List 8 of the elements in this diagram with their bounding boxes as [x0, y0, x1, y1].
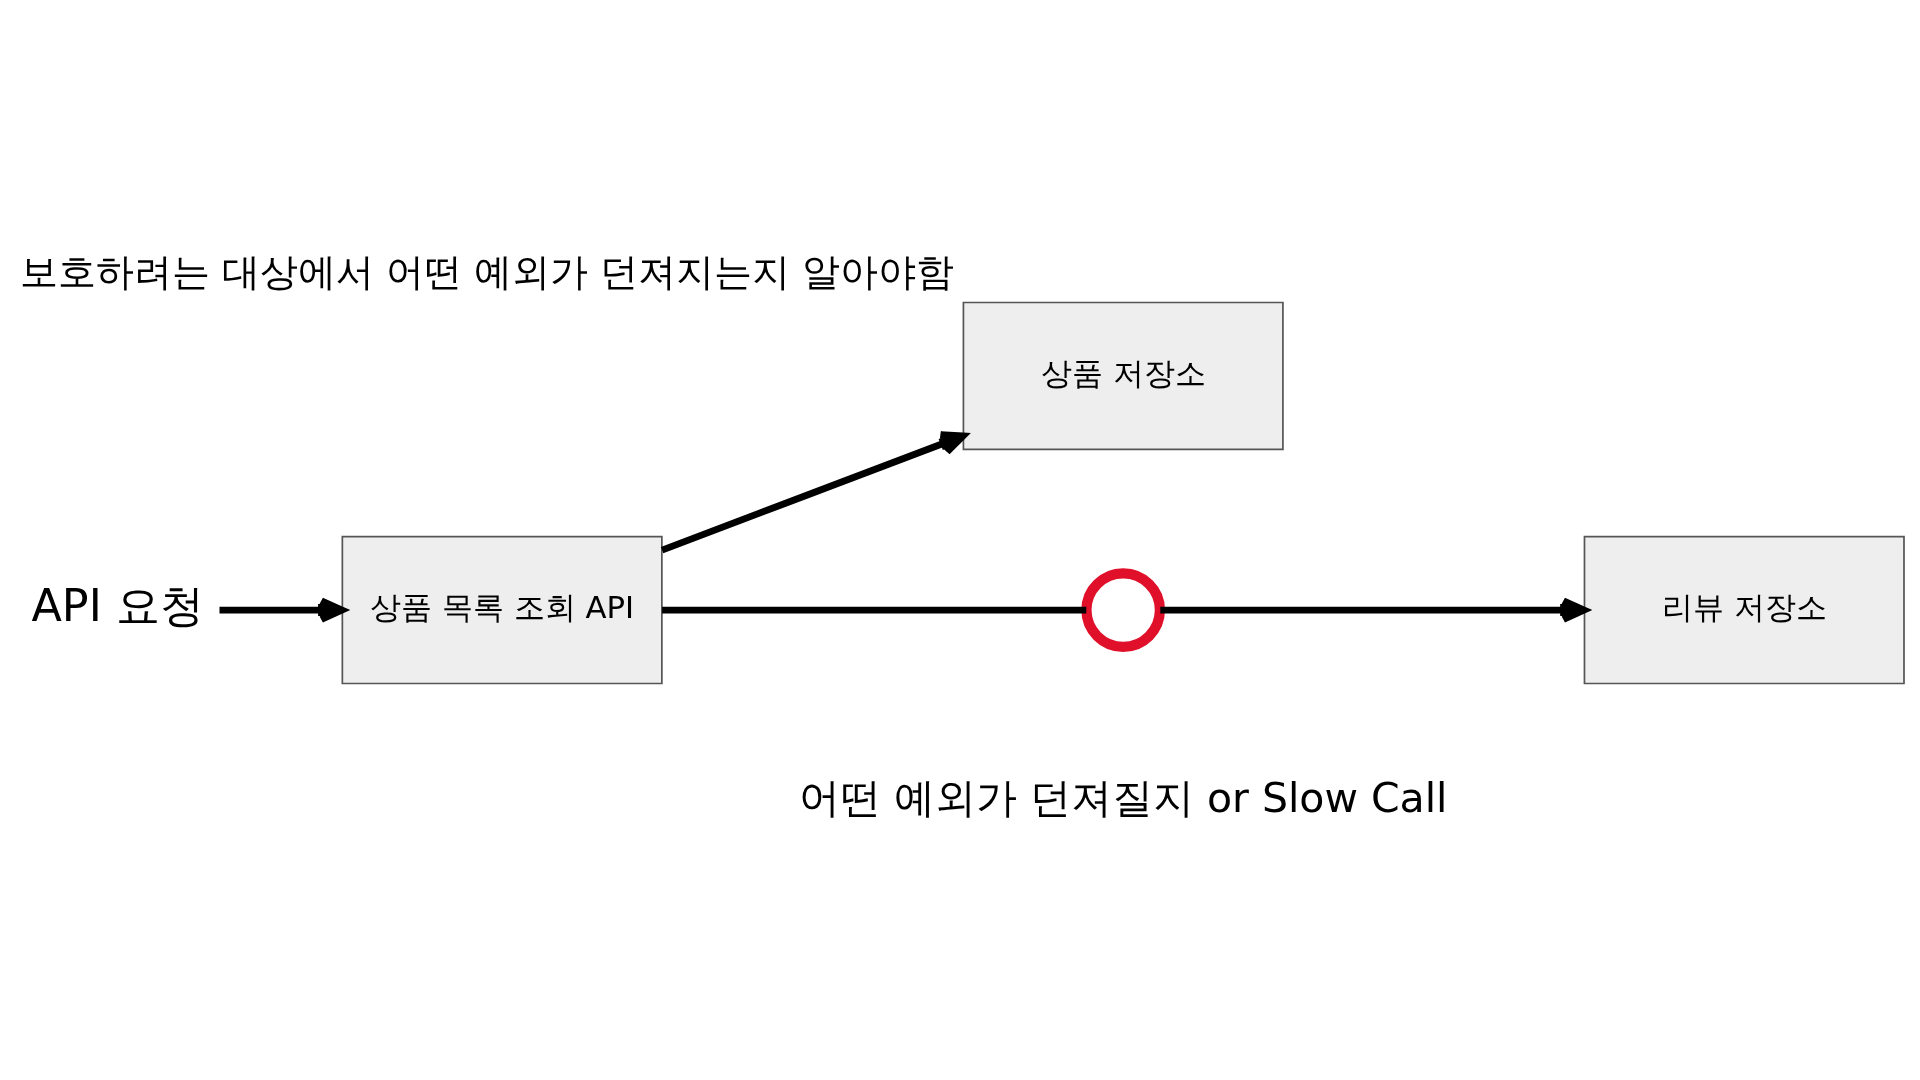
node-box: 상품 목록 조회 API — [341, 535, 663, 685]
connector — [662, 606, 1087, 614]
diagram-title: 보호하려는 대상에서 어떤 예외가 던져지는지 알아야함 — [19, 249, 954, 294]
node-box: 상품 저장소 — [962, 301, 1284, 451]
node-circle — [1081, 568, 1166, 652]
label: 어떤 예외가 던져질지 or Slow Call — [798, 774, 1448, 822]
node-text: API 요청 — [31, 579, 204, 631]
node-box: 리뷰 저장소 — [1583, 535, 1905, 685]
